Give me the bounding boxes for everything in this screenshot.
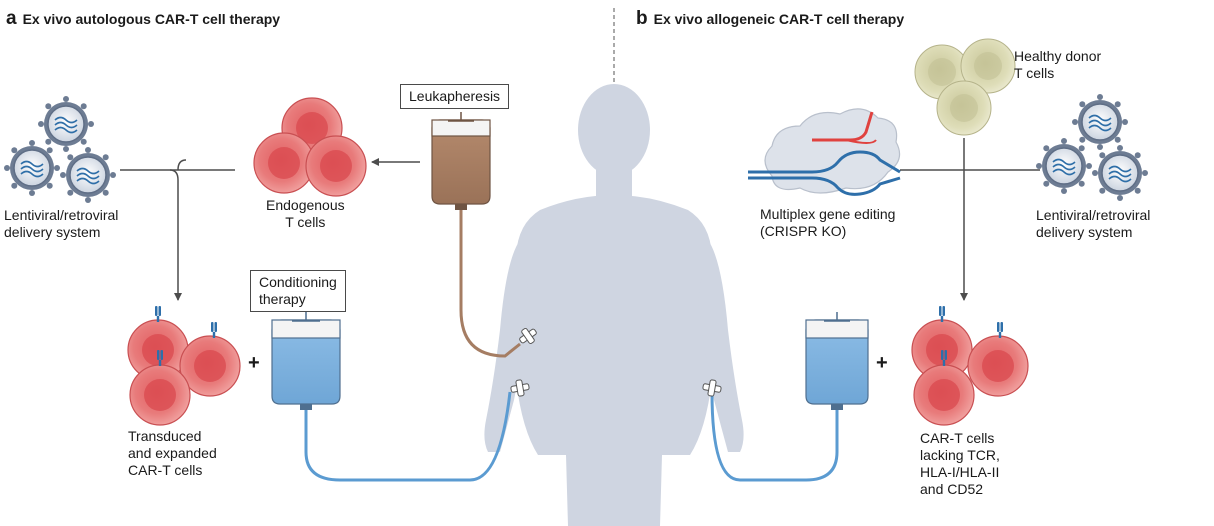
donor-label-line1: Healthy donor: [1014, 48, 1102, 64]
plus-sign-a: +: [248, 352, 260, 374]
donor-t-cells: [914, 38, 1016, 136]
panel-a-letter: a: [6, 8, 17, 29]
panel-b-letter: b: [636, 8, 648, 29]
blood-tube: [459, 210, 521, 358]
transduced-label-line1: Transduced: [128, 428, 202, 444]
conditioning-label-line1: Conditioning: [259, 274, 337, 290]
needle-hub-icon: [519, 328, 537, 344]
transduced-label: Transduced and expanded CAR-T cells: [128, 428, 217, 479]
viral-vector-cluster-a: [3, 95, 117, 204]
virus-icon: [1091, 144, 1149, 202]
panel-a-title: a Ex vivo autologous CAR-T cell therapy: [6, 8, 280, 30]
endogenous-label-line1: Endogenous: [266, 197, 345, 213]
viral-vector-cluster-b: [1035, 93, 1149, 202]
conditioning-label-line2: therapy: [259, 291, 306, 307]
virus-icon: [1035, 137, 1093, 195]
car-t-cell-icon: [129, 364, 191, 426]
t-cell-icon: [253, 132, 315, 194]
human-silhouette-icon: [484, 84, 744, 526]
viral-label-b-line2: delivery system: [1036, 224, 1133, 240]
donor-t-cell-icon: [936, 80, 992, 136]
car-t-cell-icon: [967, 335, 1029, 397]
connector-b: [900, 138, 1040, 301]
viral-label-b-line1: Lentiviral/retroviral: [1036, 207, 1151, 223]
endogenous-t-cells: [253, 97, 367, 197]
iv-bag-icon-b: [805, 312, 869, 410]
car-t-label-b-line1: CAR-T cells: [920, 430, 995, 446]
endogenous-label: Endogenous T cells: [266, 197, 345, 231]
virus-icon: [59, 146, 117, 204]
transduced-label-line2: and expanded: [128, 445, 217, 461]
panel-b-title-text: Ex vivo allogeneic CAR-T cell therapy: [653, 11, 905, 27]
connector-a: [120, 159, 235, 301]
car-t-label-b-line3: HLA-I/HLA-II: [920, 464, 1000, 480]
allogeneic-car-t-cells: [911, 306, 1029, 426]
viral-label-a: Lentiviral/retroviral delivery system: [4, 207, 118, 241]
plus-sign-b: +: [876, 352, 888, 374]
editing-label: Multiplex gene editing (CRISPR KO): [760, 206, 895, 240]
blood-bag-icon: [431, 112, 491, 210]
panel-a-title-text: Ex vivo autologous CAR-T cell therapy: [22, 11, 281, 27]
viral-label-b: Lentiviral/retroviral delivery system: [1036, 207, 1150, 241]
iv-tube-a: [304, 391, 512, 482]
car-t-label-b: CAR-T cells lacking TCR, HLA-I/HLA-II an…: [920, 430, 1000, 498]
virus-icon: [3, 139, 61, 197]
donor-label-line2: T cells: [1014, 65, 1055, 81]
editing-label-line1: Multiplex gene editing: [760, 206, 896, 222]
virus-icon: [37, 95, 95, 153]
needle-hub-icon: [702, 379, 722, 397]
iv-tube-b: [710, 391, 839, 482]
viral-label-a-line2: delivery system: [4, 224, 101, 240]
needle-hub-icon: [510, 379, 530, 397]
virus-icon: [1071, 93, 1129, 151]
car-t-label-b-line4: and CD52: [920, 481, 984, 497]
panel-b-title: b Ex vivo allogeneic CAR-T cell therapy: [636, 8, 904, 30]
leukapheresis-label: Leukapheresis: [400, 84, 510, 109]
t-cell-icon: [305, 135, 367, 197]
car-t-label-b-line2: lacking TCR,: [920, 447, 1000, 463]
conditioning-iv-bag-icon: [271, 312, 341, 410]
endogenous-label-line2: T cells: [285, 214, 326, 230]
editing-label-line2: (CRISPR KO): [760, 223, 847, 239]
viral-label-a-line1: Lentiviral/retroviral: [4, 207, 119, 223]
crispr-complex-icon: [748, 108, 901, 196]
conditioning-label: Conditioning therapy: [250, 270, 346, 312]
car-t-cell-icon: [913, 364, 975, 426]
transduced-car-t-cells: [127, 306, 241, 426]
donor-label: Healthy donor T cells: [1014, 48, 1101, 82]
transduced-label-line3: CAR-T cells: [128, 462, 203, 478]
